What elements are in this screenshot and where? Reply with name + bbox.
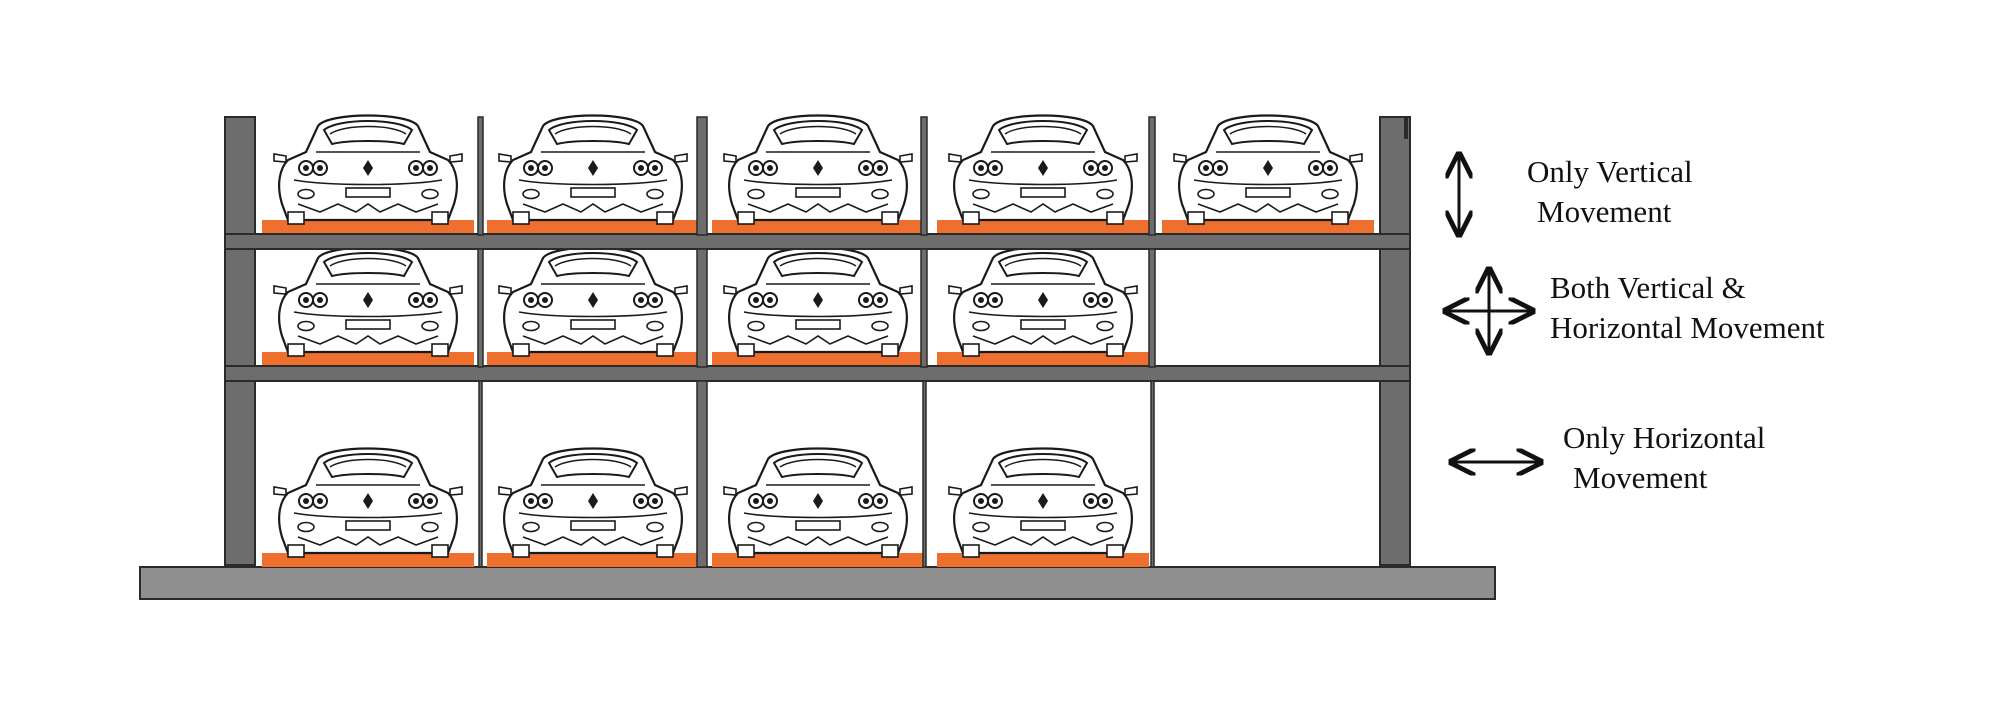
parked-car-middle-2: [487, 246, 699, 366]
pallet: [937, 220, 1149, 234]
car-icon: [272, 246, 464, 358]
pallet: [712, 220, 924, 234]
car-icon: [722, 114, 914, 226]
pallet: [262, 220, 474, 234]
parked-car-top-4: [937, 114, 1149, 234]
pallet: [1162, 220, 1374, 234]
top-level-posts: [477, 116, 1156, 236]
pallet: [487, 553, 699, 567]
legend-vertical-label: Only Vertical Movement: [1527, 154, 1693, 229]
parked-car-bottom-1: [262, 447, 474, 567]
legend-horizontal-label: Only Horizontal Movement: [1563, 420, 1766, 495]
car-icon: [722, 447, 914, 559]
right-column: [1379, 116, 1411, 566]
parked-car-top-1: [262, 114, 474, 234]
pallet: [937, 553, 1149, 567]
parked-car-middle-1: [262, 246, 474, 366]
car-icon: [1172, 114, 1364, 226]
car-icon: [497, 447, 689, 559]
four-way-arrow-icon: [1448, 272, 1530, 350]
car-icon: [947, 114, 1139, 226]
parked-car-middle-3: [712, 246, 924, 366]
car-icon: [272, 447, 464, 559]
car-icon: [497, 246, 689, 358]
car-icon: [722, 246, 914, 358]
pallet: [712, 352, 924, 366]
pallet: [487, 220, 699, 234]
parked-car-middle-4: [937, 246, 1149, 366]
car-icon: [947, 246, 1139, 358]
parked-car-top-2: [487, 114, 699, 234]
car-icon: [947, 447, 1139, 559]
middle-level-beam: [224, 365, 1411, 382]
base-slab: [139, 566, 1496, 600]
top-level-beam: [224, 233, 1411, 250]
legend-both-label: Both Vertical & Horizontal Movement: [1550, 270, 1825, 345]
pallet: [262, 352, 474, 366]
car-icon: [272, 114, 464, 226]
parked-car-bottom-4: [937, 447, 1149, 567]
middle-level-posts: [477, 248, 1156, 368]
left-column: [224, 116, 256, 566]
car-icon: [497, 114, 689, 226]
parked-car-bottom-2: [487, 447, 699, 567]
pallet: [937, 352, 1149, 366]
parked-car-top-3: [712, 114, 924, 234]
pallet: [487, 352, 699, 366]
bottom-level-posts: [478, 380, 1155, 568]
parked-car-top-5: [1162, 114, 1374, 234]
pallet: [262, 553, 474, 567]
parked-car-bottom-3: [712, 447, 924, 567]
pallet: [712, 553, 924, 567]
